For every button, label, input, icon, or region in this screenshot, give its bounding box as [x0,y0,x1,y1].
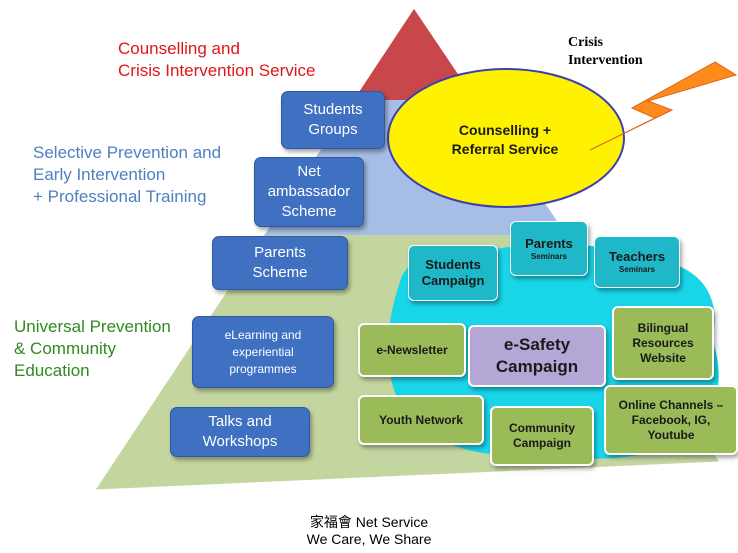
enewsletter-box: e-Newsletter [358,323,466,377]
footer-caption: 家福會 Net Service We Care, We Share [0,514,738,548]
crisis-intervention-label: Crisis Intervention [568,35,643,68]
counselling-ellipse [387,68,625,208]
lightning-bolt [589,61,738,151]
footer-line-2: We Care, We Share [306,531,432,547]
online-channels-box: Online Channels –Facebook, IG,Youtube [604,385,738,455]
youth-network-box: Youth Network [358,395,484,445]
counselling-referral-label: Counselling + Referral Service [451,122,559,157]
footer-line-1: 家福會 Net Service [309,514,429,530]
